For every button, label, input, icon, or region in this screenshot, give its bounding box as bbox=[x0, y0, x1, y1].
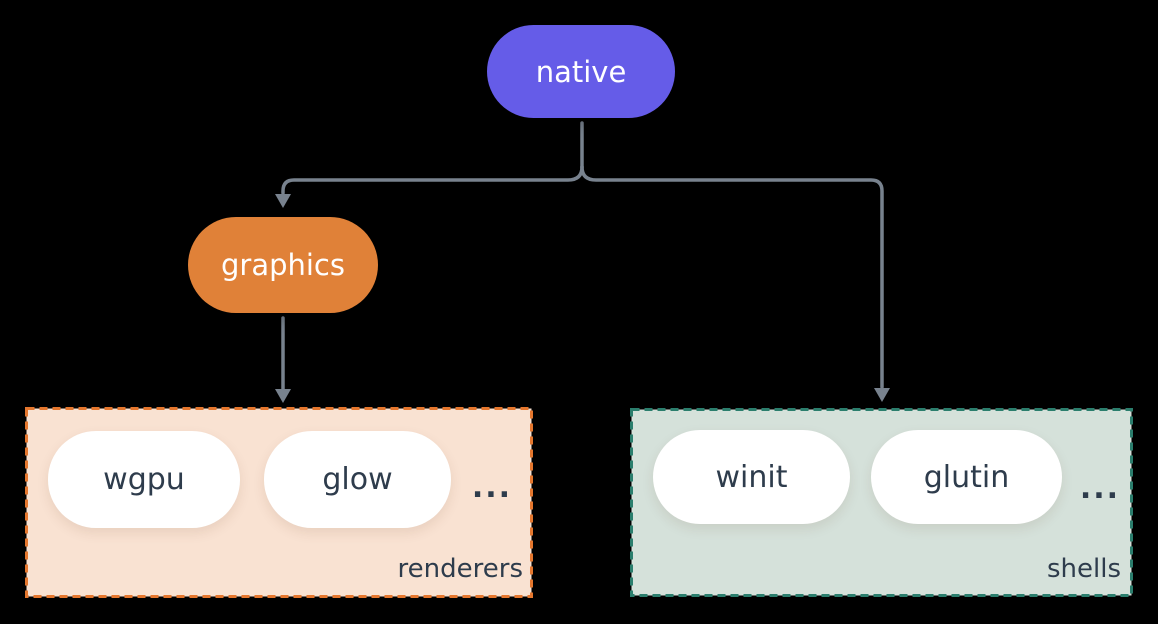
shells-group-label: shells bbox=[1046, 554, 1121, 584]
pill-wgpu-label: wgpu bbox=[103, 462, 185, 497]
arrowhead-to-renderers-icon bbox=[275, 389, 291, 403]
pill-glow-label: glow bbox=[322, 462, 393, 497]
pill-wgpu: wgpu bbox=[48, 431, 240, 528]
pill-glow: glow bbox=[264, 431, 451, 528]
pill-glutin: glutin bbox=[871, 430, 1062, 524]
node-native-label: native bbox=[535, 54, 627, 89]
renderers-group-label: renderers bbox=[397, 554, 523, 584]
renderers-ellipsis: ... bbox=[471, 469, 513, 505]
pill-winit-label: winit bbox=[715, 459, 788, 495]
pill-glutin-label: glutin bbox=[923, 459, 1010, 495]
shells-ellipsis: ... bbox=[1079, 470, 1121, 506]
node-graphics-label: graphics bbox=[220, 248, 345, 282]
pill-winit: winit bbox=[653, 430, 850, 524]
arrowhead-to-graphics-icon bbox=[275, 194, 291, 208]
edge-native-to-shells bbox=[580, 165, 884, 389]
edge-native-to-graphics bbox=[281, 165, 584, 195]
arrowhead-to-shells-icon bbox=[874, 388, 890, 402]
node-graphics: graphics bbox=[188, 217, 378, 313]
node-native: native bbox=[487, 25, 675, 118]
